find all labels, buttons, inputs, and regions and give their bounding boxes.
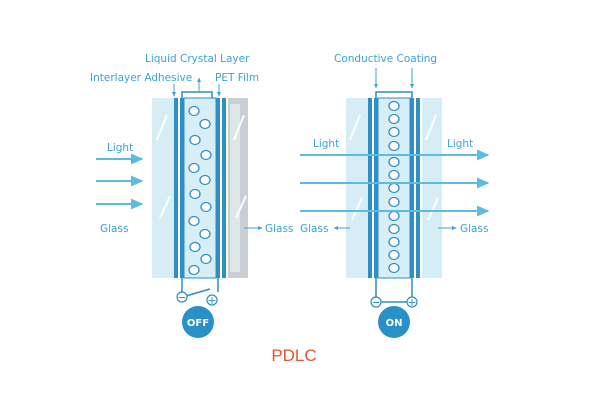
- on-coating-left-outer: [368, 98, 372, 278]
- on-glass-right: [422, 98, 442, 278]
- on-label-light-right: Light: [447, 138, 473, 150]
- off-minus-symbol: −: [177, 291, 186, 304]
- off-plus-symbol: +: [207, 294, 216, 307]
- off-label-liquid-crystal-layer: Liquid Crystal Layer: [145, 53, 250, 65]
- on-coating-right-inner: [410, 98, 414, 278]
- on-label-glass-right: Glass: [460, 223, 488, 235]
- on-state-label: ON: [386, 318, 403, 329]
- off-lc-droplets: [188, 105, 212, 276]
- off-label-glass-right: Glass: [265, 223, 293, 235]
- off-adhesive-right: [222, 98, 226, 278]
- on-lc-droplets: [388, 100, 400, 274]
- off-panel: − + OFF Liquid Crystal Layer Interlayer …: [90, 53, 293, 338]
- on-panel: − + ON Conductive Coating Light Light Gl…: [300, 53, 490, 338]
- off-light-arrows: [96, 153, 144, 210]
- on-label-light-left: Light: [313, 138, 339, 150]
- off-pet-film-right: [216, 98, 220, 278]
- on-state-badge: [378, 306, 410, 338]
- off-label-interlayer-adhesive: Interlayer Adhesive: [90, 72, 192, 84]
- off-state-badge: [182, 306, 214, 338]
- on-label-glass-left: Glass: [300, 223, 328, 235]
- off-label-glass-left: Glass: [100, 223, 128, 235]
- on-minus-symbol: −: [371, 296, 380, 309]
- off-glass-left: [152, 98, 174, 278]
- on-coating-right-outer: [416, 98, 420, 278]
- on-glass-left: [346, 98, 368, 278]
- on-plus-symbol: +: [407, 296, 416, 309]
- off-switch: [185, 288, 211, 297]
- diagram-title: PDLC: [271, 346, 316, 365]
- off-pet-film-left: [180, 98, 184, 278]
- on-coating-left-inner: [374, 98, 378, 278]
- on-light-arrows: [300, 149, 490, 217]
- off-adhesive-left: [174, 98, 178, 278]
- off-label-light: Light: [107, 142, 133, 154]
- off-state-label: OFF: [187, 318, 209, 329]
- on-label-conductive-coating: Conductive Coating: [334, 53, 437, 65]
- off-label-pet-film: PET Film: [215, 72, 259, 84]
